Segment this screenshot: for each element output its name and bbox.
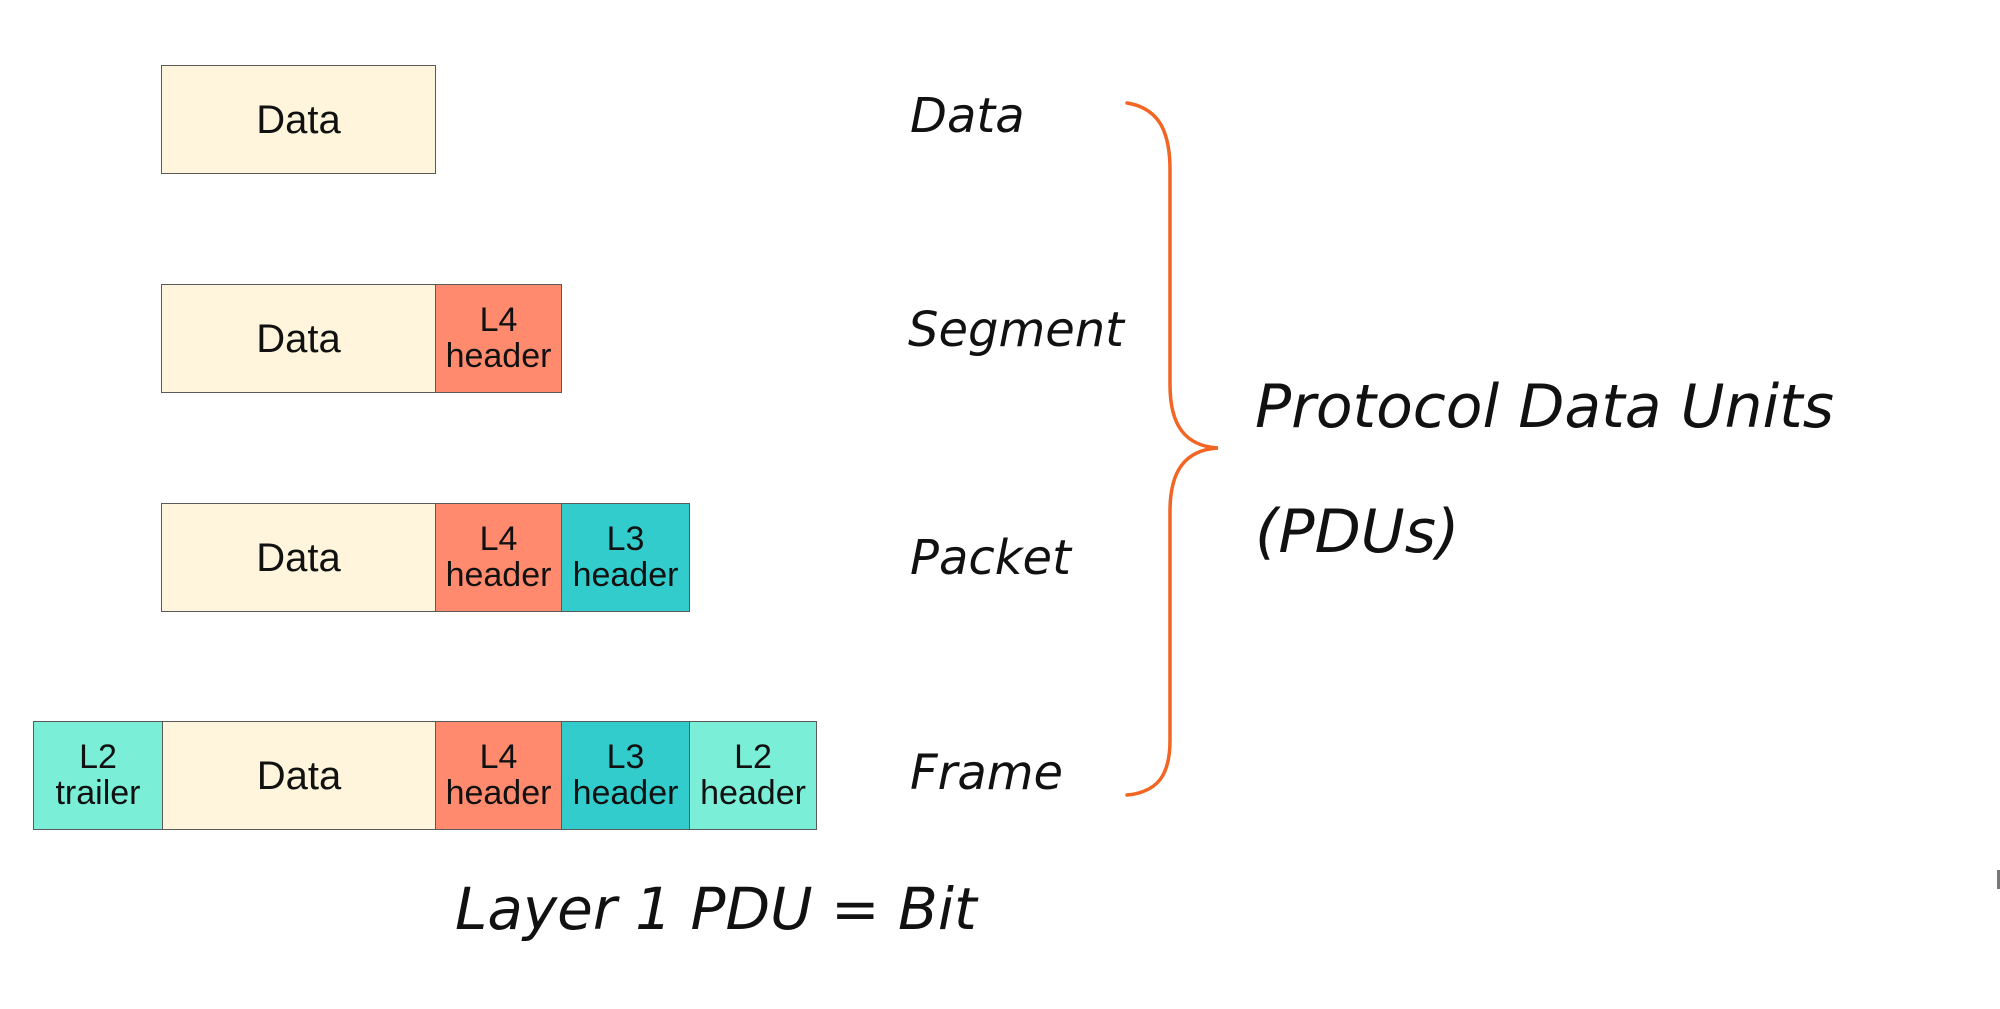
diagram-title: Protocol Data Units (PDUs) <box>1255 345 1834 595</box>
pdu-label-frame: Frame <box>910 745 1064 801</box>
l4-header-cell: L4 header <box>435 721 562 830</box>
l3-header-line1: L3 <box>606 519 645 558</box>
l4-header-line1: L4 <box>479 737 518 776</box>
pdu-label-segment: Segment <box>908 302 1124 358</box>
l2-trailer-cell: L2 trailer <box>33 721 163 830</box>
layer1-pdu-caption: Layer 1 PDU = Bit <box>455 875 977 943</box>
l4-header-cell: L4 header <box>435 503 562 612</box>
l4-header-cell: L4 header <box>435 284 562 393</box>
l3-header-line2: header <box>572 555 679 594</box>
l4-header-line1: L4 <box>479 300 518 339</box>
l3-header-cell: L3 header <box>561 721 690 830</box>
l2-header-cell: L2 header <box>689 721 817 830</box>
data-cell-label: Data <box>256 316 341 361</box>
pdu-label-data: Data <box>910 88 1025 144</box>
data-cell: Data <box>161 503 436 612</box>
l2-trailer-line2: trailer <box>55 773 141 812</box>
l2-trailer-line1: L2 <box>79 737 117 776</box>
curly-brace-path <box>1125 101 1219 797</box>
l3-header-cell: L3 header <box>561 503 690 612</box>
data-cell-label: Data <box>256 535 341 580</box>
l2-header-line1: L2 <box>734 737 772 776</box>
l3-header-line1: L3 <box>606 737 645 776</box>
pdu-label-packet: Packet <box>910 530 1071 586</box>
l4-header-line2: header <box>445 555 552 594</box>
edge-artifact <box>1997 870 2000 889</box>
l2-header-line2: header <box>700 773 806 812</box>
l4-header-line1: L4 <box>479 519 518 558</box>
data-cell: Data <box>162 721 436 830</box>
title-line1: Protocol Data Units <box>1255 372 1834 442</box>
data-cell-label: Data <box>256 97 341 142</box>
title-line2: (PDUs) <box>1255 497 1460 567</box>
l4-header-line2: header <box>445 336 552 375</box>
l3-header-line2: header <box>572 773 679 812</box>
data-cell: Data <box>161 65 436 174</box>
data-cell-label: Data <box>256 753 342 798</box>
data-cell: Data <box>161 284 436 393</box>
l4-header-line2: header <box>445 773 552 812</box>
